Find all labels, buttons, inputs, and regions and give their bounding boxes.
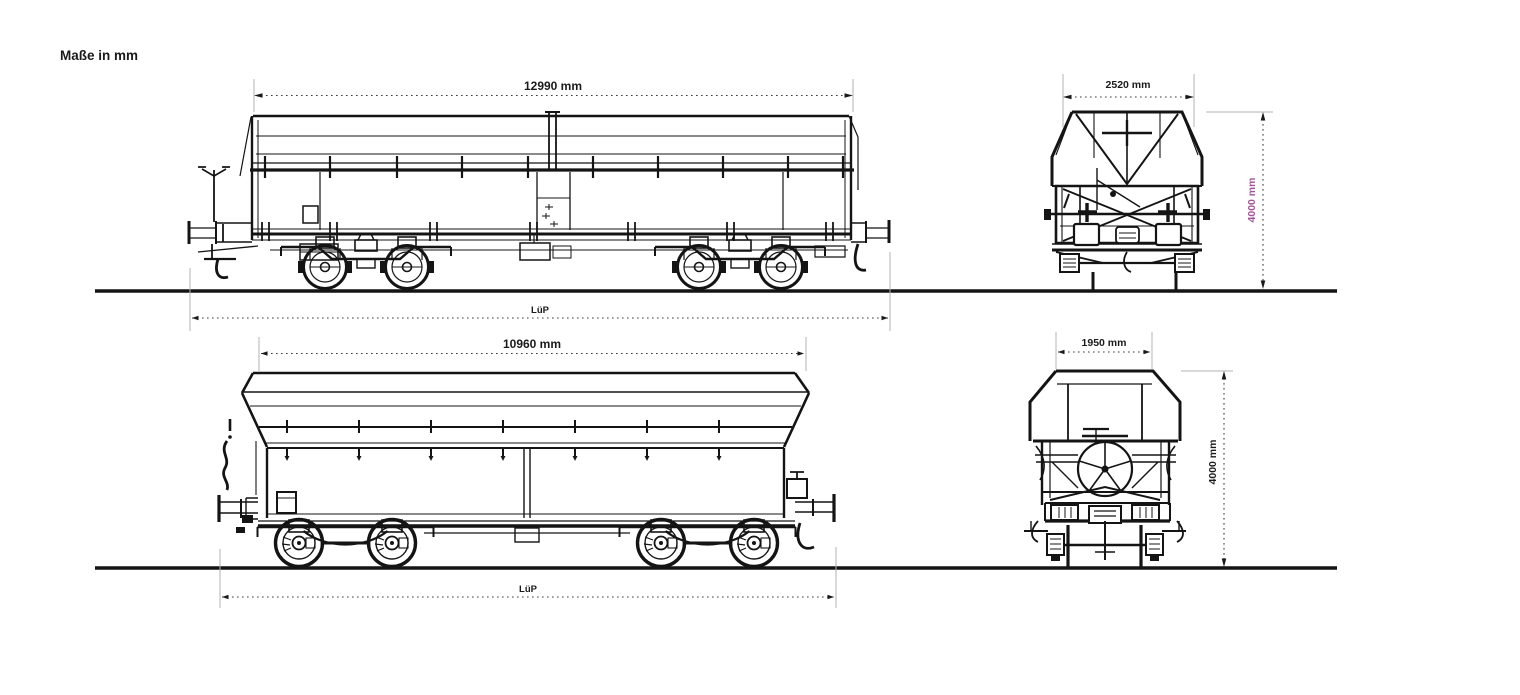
buffer-right — [1154, 222, 1183, 247]
placard-holder — [276, 491, 297, 514]
dim-label-wagon1-length: 12990 mm — [524, 79, 582, 93]
dim-label-wagon2-luep: LüP — [519, 584, 538, 595]
dim-label-wagon1-luep: LüP — [531, 305, 550, 316]
bogie-rear — [655, 234, 825, 289]
placard-holder — [302, 205, 319, 224]
buffer-beam-and-gear — [1052, 222, 1202, 290]
dimension-wagon2-length: 10960 mm — [258, 337, 807, 371]
bogie-rear — [620, 520, 796, 567]
dimension-wagon1-height: 4000 mm — [1206, 111, 1273, 289]
hopper-top — [1028, 369, 1182, 441]
dimension-wagon2-width: 1950 mm — [1055, 332, 1153, 369]
dim-label-wagon1-width: 2520 mm — [1106, 79, 1151, 91]
hopper-wagon-side-view — [217, 371, 836, 567]
hopper-wagon-end-view — [1024, 369, 1186, 567]
swing-roof — [239, 111, 859, 190]
dimension-wagon2-height: 4000 mm — [1181, 370, 1233, 567]
coupler — [1088, 505, 1122, 524]
hopper-top — [1050, 110, 1204, 187]
buffer-right — [851, 220, 891, 272]
uncoupling-hook-right — [796, 522, 815, 550]
units-note: Maße in mm — [60, 48, 138, 63]
brake-hose — [1123, 251, 1132, 273]
handbrake-lever-left — [222, 419, 257, 533]
dim-label-wagon2-height: 4000 mm — [1207, 440, 1219, 485]
screw-coupling — [1115, 226, 1140, 244]
end-lever-and-steps-left — [197, 166, 259, 280]
dimension-wagon1-width: 2520 mm — [1062, 74, 1195, 127]
dim-label-wagon2-length: 10960 mm — [503, 337, 561, 351]
hopper-flare — [240, 371, 811, 448]
dim-label-wagon1-height: 4000 mm — [1246, 178, 1258, 223]
dimension-wagon1-length: 12990 mm — [253, 79, 854, 112]
buffer-left — [187, 221, 252, 244]
handbrake-wheel — [1076, 440, 1134, 498]
bogie-front — [258, 520, 434, 567]
dimension-wagon2-luep: LüP — [219, 547, 837, 608]
swing-roof-wagon-side-view — [187, 111, 891, 289]
dim-label-wagon2-width: 1950 mm — [1082, 337, 1127, 349]
uncoupling-hook-right — [853, 243, 867, 272]
buffer-beam-and-gear — [1024, 502, 1186, 567]
buffer-left — [217, 495, 258, 522]
brake-platform — [1033, 427, 1178, 505]
wagon-body-wall — [250, 116, 853, 241]
dimension-wagon1-luep: LüP — [189, 252, 891, 331]
buffer-right — [786, 471, 836, 550]
buffer-left — [1072, 222, 1101, 247]
bogie-front — [281, 234, 451, 289]
swing-roof-wagon-end-view — [1044, 110, 1210, 290]
